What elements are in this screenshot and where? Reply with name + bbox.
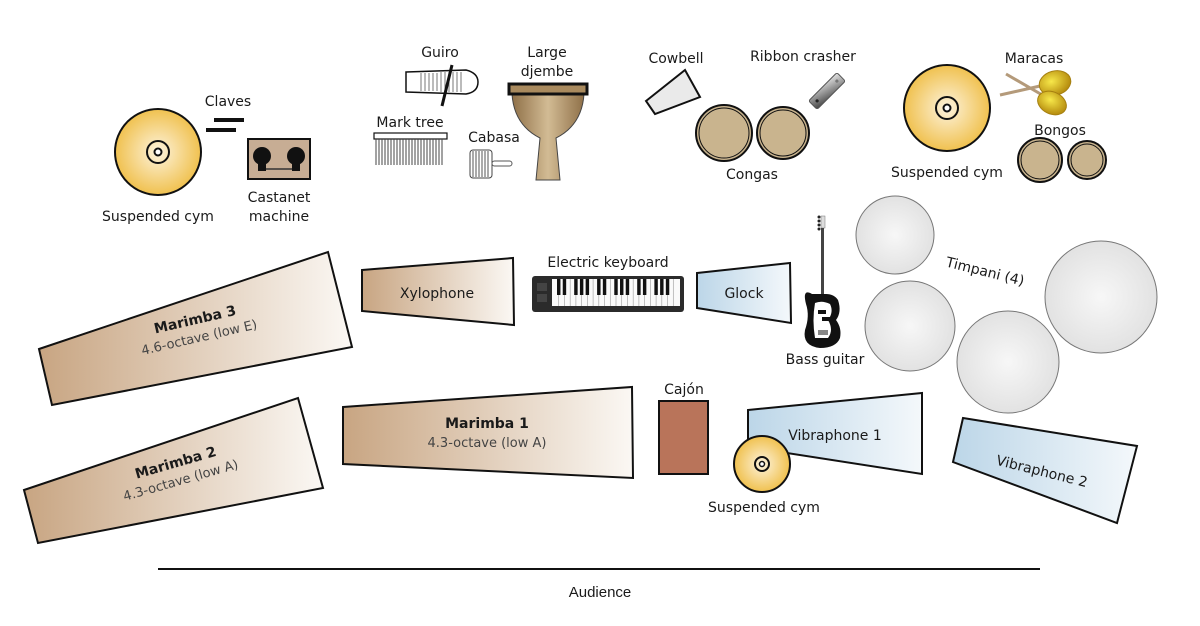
vibraphone-2: Vibraphone 2 <box>951 416 1139 525</box>
glock: Glock <box>696 261 793 325</box>
vibraphone-1-label: Vibraphone 1 <box>788 428 882 444</box>
audience-marker: Audience <box>158 568 1040 601</box>
marimba-3: Marimba 3 4.6-octave (low E) <box>37 250 354 407</box>
suspended-cym-front-label: Suspended cym <box>708 500 820 516</box>
castanet-label-line1: Castanet <box>248 190 311 206</box>
bongo-icon <box>1067 140 1107 180</box>
guiro: Guiro <box>405 45 479 107</box>
timpani-drum-icon <box>864 280 956 372</box>
suspended-cym-right-label: Suspended cym <box>891 165 1003 181</box>
bongos: Bongos <box>1017 123 1107 183</box>
audience-label: Audience <box>569 584 632 601</box>
djembe-label-line2: djembe <box>521 64 574 80</box>
cabasa-label: Cabasa <box>468 130 520 146</box>
glock-shape <box>696 261 793 325</box>
guiro-label: Guiro <box>421 45 459 61</box>
conga-icon <box>756 106 810 160</box>
vibraphone-2-shape <box>951 416 1139 525</box>
castanet-machine: Castanet machine <box>247 138 311 225</box>
mark-tree: Mark tree <box>373 115 448 165</box>
vibraphone-1-shape <box>747 391 923 476</box>
guiro-icon <box>405 69 479 95</box>
mark-tree-label: Mark tree <box>376 115 443 131</box>
bass-guitar: Bass guitar <box>786 215 865 368</box>
cajon-icon <box>658 400 709 475</box>
suspended-cymbal-right: Suspended cym <box>891 64 1003 181</box>
timpani-label: Timpani (4) <box>943 254 1026 289</box>
ribbon-crasher-icon <box>808 72 846 110</box>
vibraphone-1: Vibraphone 1 <box>747 391 923 476</box>
bass-guitar-icon <box>804 215 841 348</box>
electric-keyboard: Electric keyboard <box>532 255 684 312</box>
xylophone-shape <box>361 256 516 327</box>
maracas-icon <box>1005 72 1045 98</box>
marimba-2: Marimba 2 4.3-octave (low A) <box>22 396 325 545</box>
suspended-cymbal-front: Suspended cym <box>708 435 820 516</box>
claves-label: Claves <box>205 94 251 110</box>
marimba-3-shape <box>37 250 354 407</box>
castanet-label-line2: machine <box>249 209 309 225</box>
marimba-1-range: 4.3-octave (low A) <box>428 436 547 451</box>
xylophone: Xylophone <box>361 256 516 327</box>
cajon: Cajón <box>658 382 709 475</box>
marimba-1-shape <box>342 385 635 480</box>
bongo-icon <box>1017 137 1063 183</box>
claves: Claves <box>205 94 251 132</box>
large-djembe: Large djembe <box>507 45 589 181</box>
suspended-cym-left-label: Suspended cym <box>102 209 214 225</box>
maracas: Maracas <box>999 51 1072 116</box>
bass-guitar-label: Bass guitar <box>786 352 865 368</box>
timpani-drum-icon <box>855 195 935 275</box>
marimba-1: Marimba 1 4.3-octave (low A) <box>342 385 635 480</box>
congas: Congas <box>695 104 810 183</box>
marimba-2-shape <box>22 396 325 545</box>
timpani-drum-icon <box>956 310 1060 414</box>
marimba-1-label: Marimba 1 <box>445 416 529 432</box>
suspended-cymbal-left: Suspended cym <box>102 108 214 225</box>
timpani-drum-icon <box>1044 240 1158 354</box>
djembe-icon <box>511 93 585 181</box>
cabasa: Cabasa <box>468 130 520 179</box>
djembe-label-line1: Large <box>527 45 566 61</box>
electric-keyboard-label: Electric keyboard <box>547 255 668 271</box>
xylophone-label: Xylophone <box>400 286 474 302</box>
bongos-label: Bongos <box>1034 123 1086 139</box>
conga-icon <box>695 104 753 162</box>
glock-label: Glock <box>724 286 764 302</box>
cajon-label: Cajón <box>664 382 704 398</box>
cowbell-label: Cowbell <box>648 51 703 67</box>
ribbon-crasher: Ribbon crasher <box>750 49 856 110</box>
timpani: Timpani (4) <box>855 195 1158 414</box>
congas-label: Congas <box>726 167 778 183</box>
ribbon-crasher-label: Ribbon crasher <box>750 49 856 65</box>
mark-tree-icon <box>373 132 448 140</box>
maracas-label: Maracas <box>1005 51 1064 67</box>
cowbell: Cowbell <box>644 51 704 116</box>
cowbell-icon <box>644 68 702 116</box>
